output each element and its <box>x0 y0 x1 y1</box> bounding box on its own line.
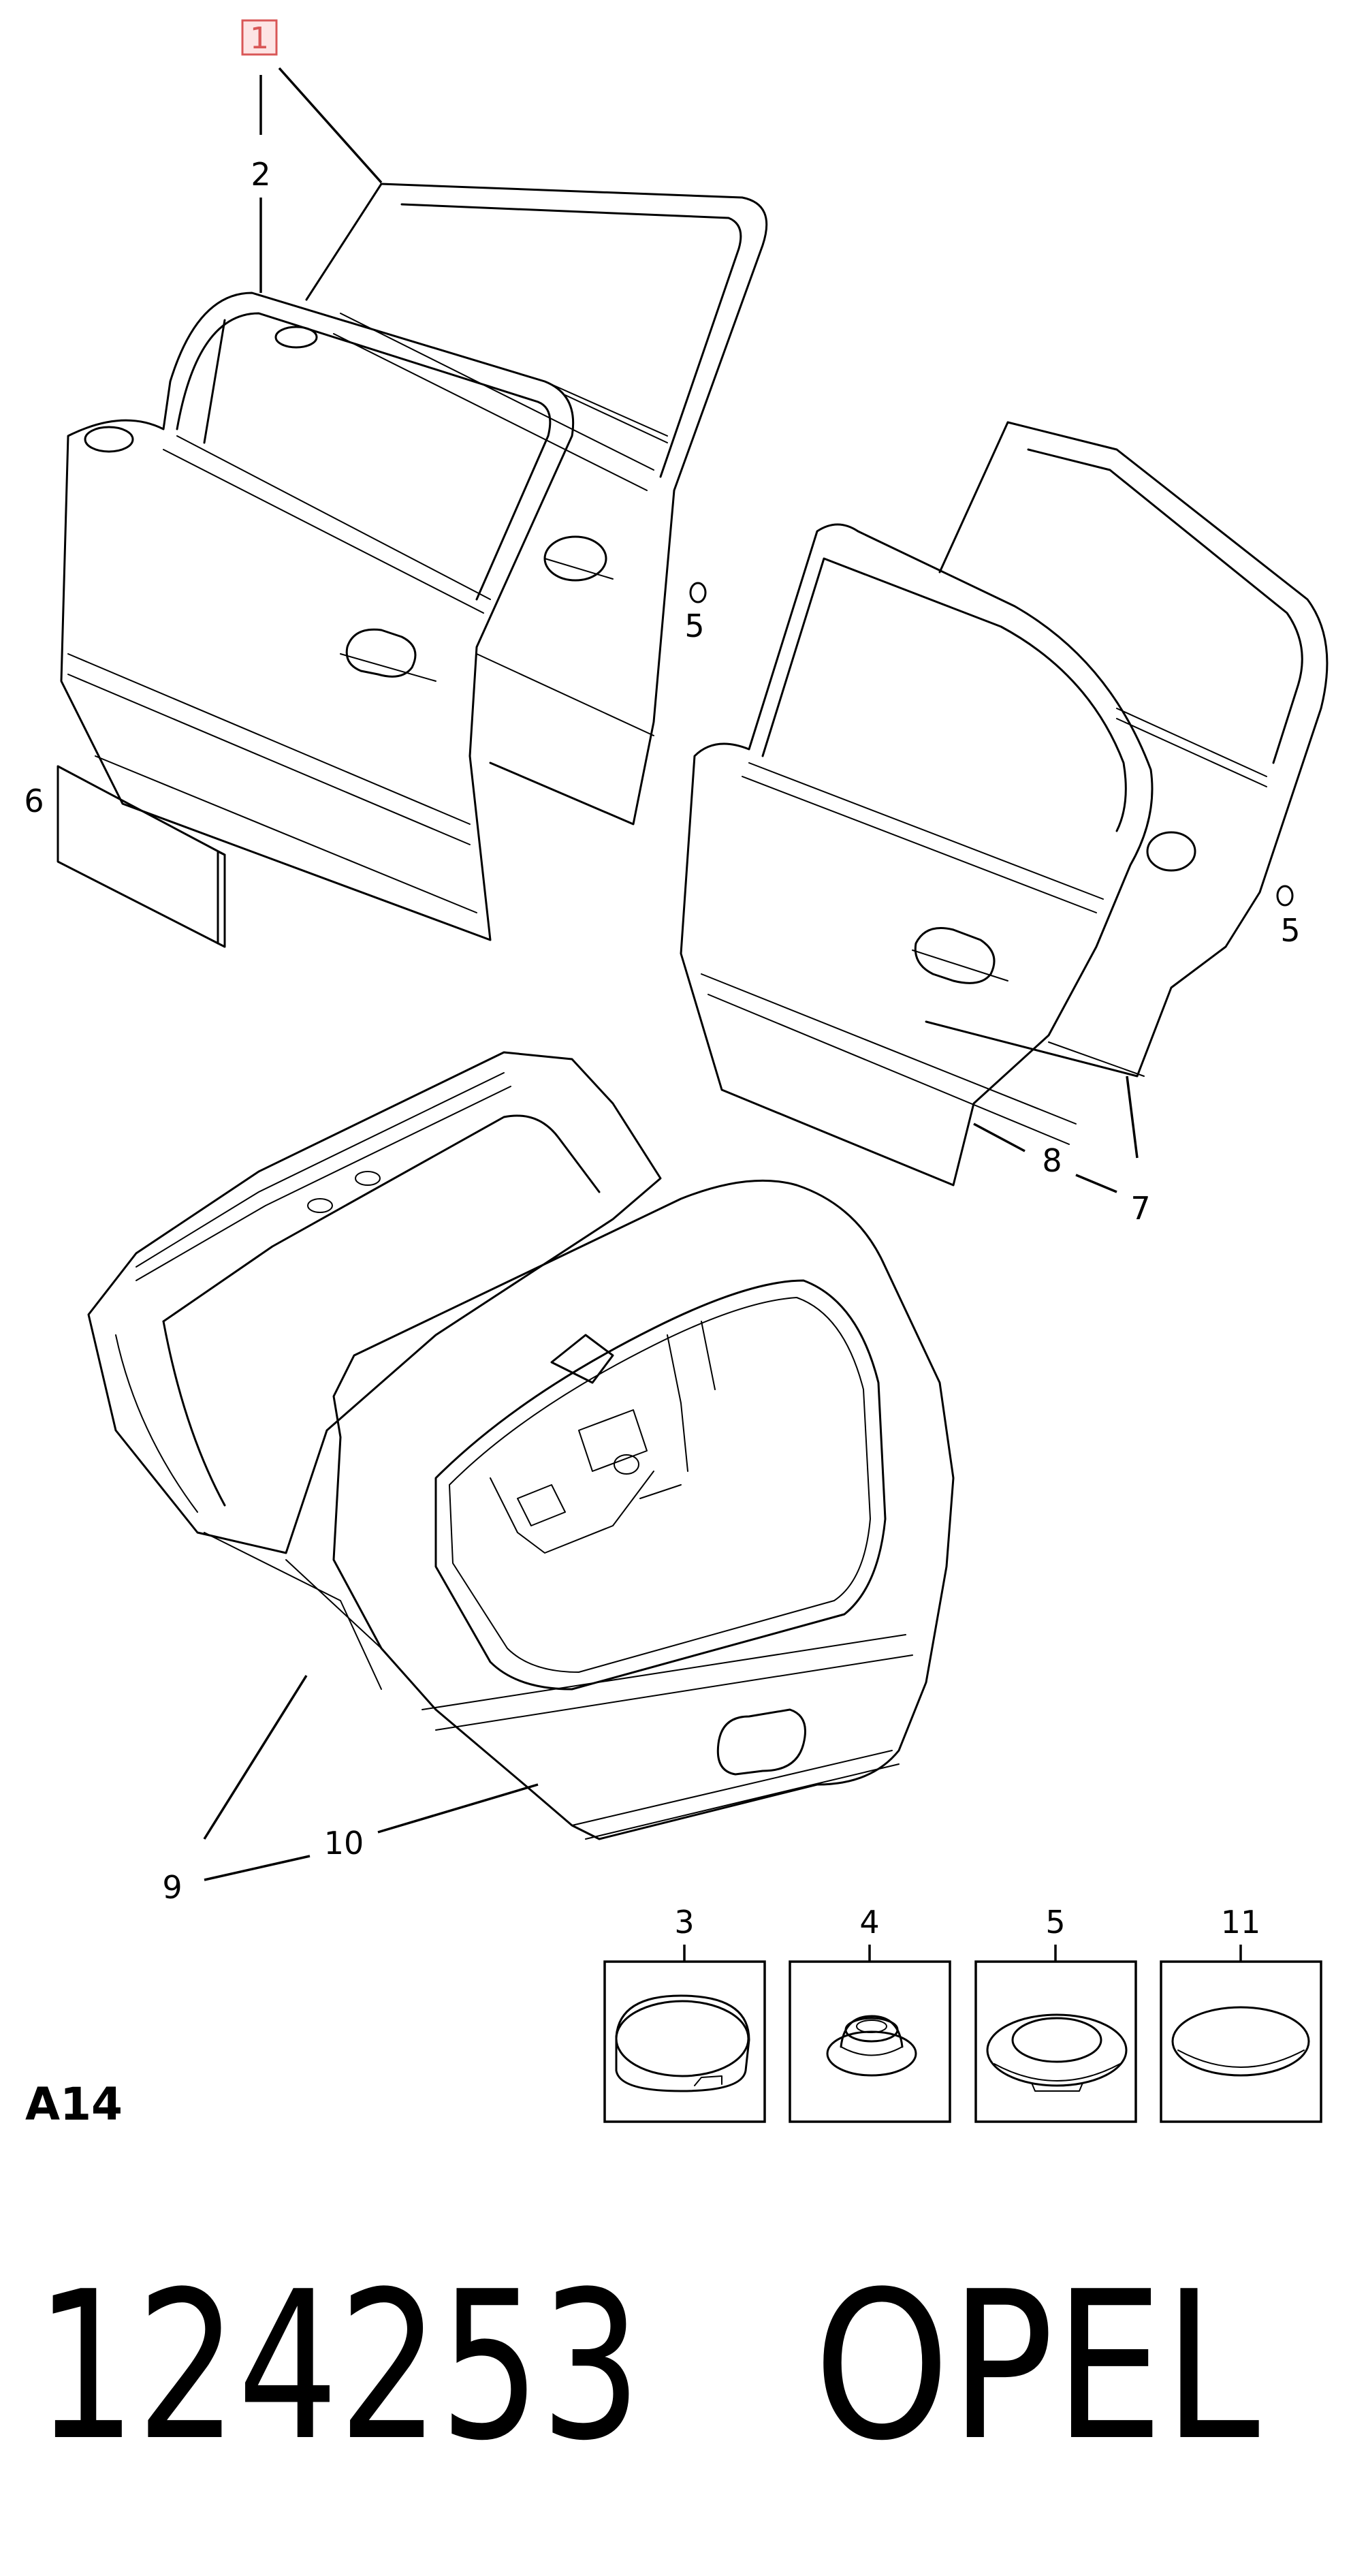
plug-cap-icon <box>615 1994 750 2092</box>
leader-10 <box>377 1783 539 1834</box>
leader-9-a <box>203 1675 308 1840</box>
front-door-front-panel <box>60 292 575 941</box>
callout-1-highlight <box>241 19 278 56</box>
callout-9: 9 <box>162 1869 182 1906</box>
inset-11: 11 <box>1160 1904 1322 2123</box>
sound-pad-sheet <box>57 765 226 948</box>
leader-7-b <box>1126 1075 1139 1159</box>
inset-5-frame <box>974 1960 1137 2123</box>
callout-1: 1 <box>250 21 269 56</box>
inset-4: 4 <box>789 1904 951 2123</box>
leader-7-a <box>1075 1174 1117 1193</box>
callout-6: 6 <box>24 783 44 819</box>
grommet-front-door <box>689 582 707 603</box>
inset-3-label: 3 <box>674 1904 694 1941</box>
callout-2: 2 <box>251 156 270 193</box>
inset-3: 3 <box>603 1904 766 2123</box>
adhesive-patch-icon <box>1171 2006 1310 2077</box>
callout-5-front: 5 <box>684 608 704 644</box>
callout-5-rear: 5 <box>1280 912 1300 949</box>
callout-8: 8 <box>1042 1142 1062 1179</box>
grommet-rear-door <box>1276 885 1294 907</box>
tailgate-inner-frame <box>87 1051 662 1690</box>
callout-7: 7 <box>1130 1190 1150 1227</box>
leader-9-b <box>204 1855 311 1881</box>
tailgate-outer-panel <box>332 1179 955 1840</box>
inset-4-label: 4 <box>859 1904 879 1941</box>
front-door-rear-panel <box>305 183 768 826</box>
callout-10: 10 <box>324 1825 364 1862</box>
brand-name: OPEL <box>814 2248 1260 2485</box>
grommet-icon <box>826 2015 917 2077</box>
inset-11-label: 11 <box>1221 1904 1261 1941</box>
rear-door-far-panel <box>925 421 1329 1078</box>
inset-11-frame <box>1160 1960 1322 2123</box>
inset-4-frame <box>789 1960 951 2123</box>
inset-3-frame <box>603 1960 766 2123</box>
rear-door-near-panel <box>680 523 1154 1187</box>
inset-5-label: 5 <box>1045 1904 1065 1941</box>
inset-5: 5 <box>974 1904 1137 2123</box>
part-number: 124253 <box>35 2248 641 2485</box>
page-code: A14 <box>25 2078 123 2131</box>
leader-8 <box>973 1122 1026 1152</box>
flat-plug-icon <box>986 2013 1128 2092</box>
leader-1-b <box>278 67 383 184</box>
